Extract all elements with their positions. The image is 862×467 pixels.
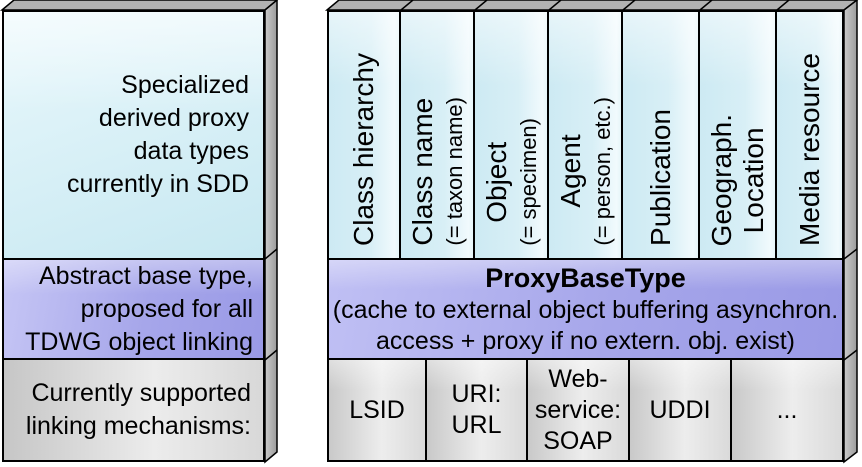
column-sublabel: (= specimen) (515, 118, 541, 246)
column-label: Geograph. Location (705, 113, 769, 246)
column-label: Publication (644, 109, 676, 246)
column-class-hierarchy: Class hierarchy (329, 12, 401, 258)
mechanism-label: LSID (349, 395, 405, 424)
column-geograph-location: Geograph. Location (700, 12, 777, 258)
column-media-resource: Media resource (777, 12, 842, 258)
proxy-base-type-subtitle: (cache to external object buffering asyn… (332, 296, 839, 355)
mechanism-webservice-soap: Web- service: SOAP (528, 360, 630, 460)
column-sublabel: (= person, etc.) (589, 97, 615, 246)
column-class-name: Class name (= taxon name) (401, 12, 475, 258)
proxy-base-type-title: ProxyBaseType (485, 263, 686, 293)
legend-specialized-label: Specialized derived proxy data types cur… (67, 71, 249, 198)
column-object: Object (= specimen) (475, 12, 549, 258)
legend-panel: Specialized derived proxy data types cur… (2, 10, 265, 462)
column-label: Object (480, 141, 512, 223)
left-panel-top-face (0, 0, 279, 11)
proxy-type-columns: Class hierarchy Class name (= taxon name… (329, 12, 842, 258)
mechanism-uddi: UDDI (630, 360, 732, 460)
linking-mechanisms-row: LSID URI: URL Web- service: SOAP UDDI ..… (329, 360, 842, 460)
mechanism-ellipsis: ... (732, 360, 842, 460)
mechanism-label: Web- service: SOAP (534, 364, 622, 455)
column-publication: Publication (623, 12, 700, 258)
right-panel-side-face (843, 0, 858, 464)
mechanism-label: UDDI (649, 395, 711, 424)
proxy-types-panel: Class hierarchy Class name (= taxon name… (327, 10, 844, 462)
mechanism-uri-url: URI: URL (427, 360, 528, 460)
left-panel-side-face (264, 0, 278, 464)
column-label: Class hierarchy (348, 53, 379, 246)
column-label: Agent (554, 135, 586, 209)
legend-specialized-section: Specialized derived proxy data types cur… (4, 12, 263, 258)
mechanism-label: ... (776, 395, 798, 424)
legend-abstract-base-label: Abstract base type, proposed for all TDW… (25, 261, 253, 356)
mechanism-lsid: LSID (329, 360, 427, 460)
column-label: Class name (406, 97, 438, 246)
legend-abstract-base-section: Abstract base type, proposed for all TDW… (4, 258, 263, 360)
column-label: Media resource (793, 53, 825, 246)
column-agent: Agent (= person, etc.) (549, 12, 623, 258)
column-sublabel: (= taxon name) (441, 97, 467, 246)
mechanism-label: URI: URL (451, 380, 502, 439)
legend-linking-mechanisms-section: Currently supported linking mechanisms: (4, 360, 263, 460)
proxy-base-type-band: ProxyBaseType (cache to external object … (329, 258, 842, 360)
legend-linking-mechanisms-label: Currently supported linking mechanisms: (25, 379, 251, 440)
